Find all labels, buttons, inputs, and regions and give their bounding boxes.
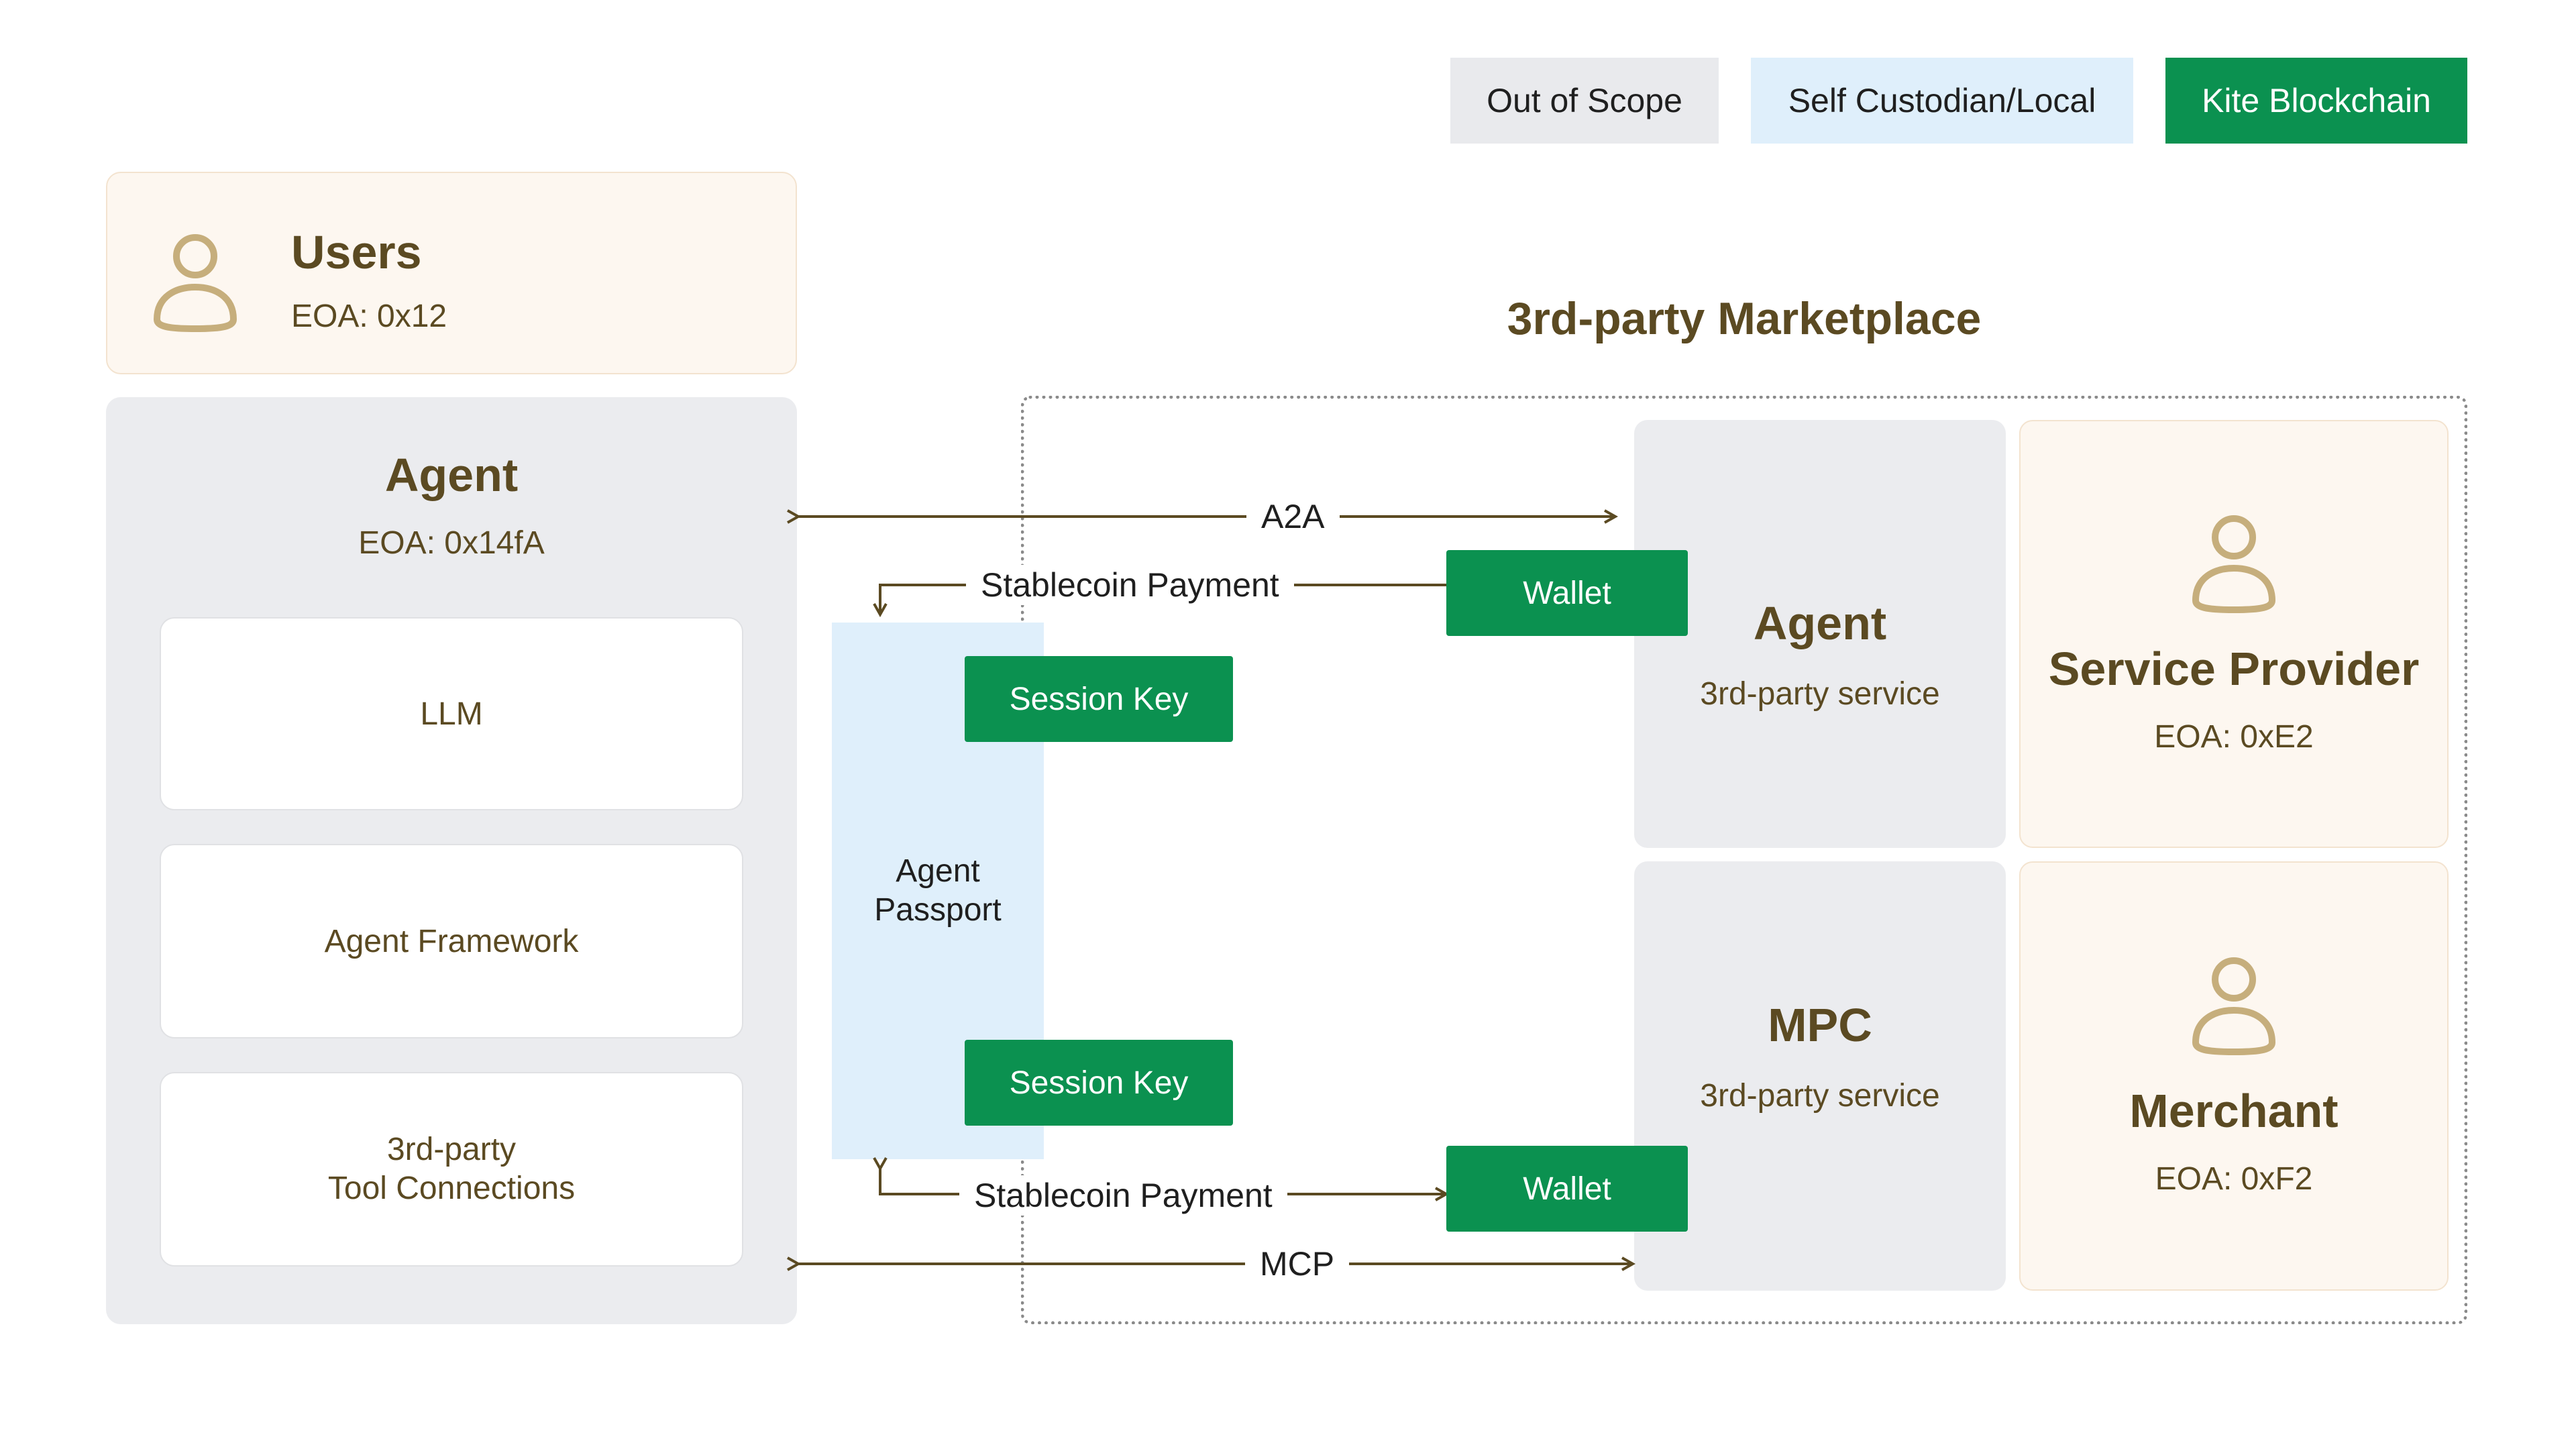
user-icon: [2192, 957, 2276, 1055]
user-icon: [2192, 515, 2276, 613]
mpc-service-title: MPC: [1768, 998, 1872, 1051]
service-provider-title: Service Provider: [2048, 642, 2420, 695]
mcp-label: MCP: [1245, 1244, 1350, 1284]
tool-connections-line1: 3rd-party: [386, 1132, 517, 1167]
service-provider-box: Service Provider EOA: 0xE2: [2019, 420, 2449, 848]
merchant-box: Merchant EOA: 0xF2: [2019, 861, 2449, 1291]
wallet-bottom: Wallet: [1446, 1146, 1688, 1232]
agent-framework-component: Agent Framework: [160, 844, 743, 1038]
marketplace-title: 3rd-party Marketplace: [1507, 293, 1982, 344]
session-key-top: Session Key: [965, 656, 1233, 742]
tool-connections-line2: Tool Connections: [327, 1171, 576, 1206]
merchant-title: Merchant: [2129, 1084, 2339, 1137]
wallet-top: Wallet: [1446, 550, 1688, 636]
service-provider-eoa: EOA: 0xE2: [2154, 718, 2314, 755]
agent-title: Agent: [384, 449, 519, 501]
session-key-bottom: Session Key: [965, 1040, 1233, 1126]
users-eoa: EOA: 0x12: [291, 299, 447, 334]
stablecoin-payment-top-label: Stablecoin Payment: [966, 565, 1294, 605]
agent-passport-line1: Agent: [896, 853, 980, 889]
merchant-eoa: EOA: 0xF2: [2155, 1161, 2313, 1197]
users-title: Users: [291, 226, 422, 278]
agent-eoa: EOA: 0x14fA: [358, 525, 545, 561]
user-icon: [153, 234, 237, 333]
users-box: Users EOA: 0x12: [106, 172, 797, 374]
agent-service-sub: 3rd-party service: [1700, 676, 1940, 712]
mpc-service-box: MPC 3rd-party service: [1634, 861, 2006, 1291]
legend-kite-blockchain: Kite Blockchain: [2165, 58, 2467, 144]
mpc-service-sub: 3rd-party service: [1700, 1077, 1940, 1114]
legend-self-custodian: Self Custodian/Local: [1751, 58, 2133, 144]
llm-component: LLM: [160, 617, 743, 810]
tool-connections-component: 3rd-party Tool Connections: [160, 1072, 743, 1267]
agent-passport-line2: Passport: [874, 892, 1002, 928]
stablecoin-payment-bottom-label: Stablecoin Payment: [959, 1175, 1287, 1216]
legend-out-of-scope: Out of Scope: [1450, 58, 1719, 144]
agent-service-title: Agent: [1753, 596, 1887, 649]
a2a-label: A2A: [1246, 496, 1340, 537]
agent-service-box: Agent 3rd-party service: [1634, 420, 2006, 848]
